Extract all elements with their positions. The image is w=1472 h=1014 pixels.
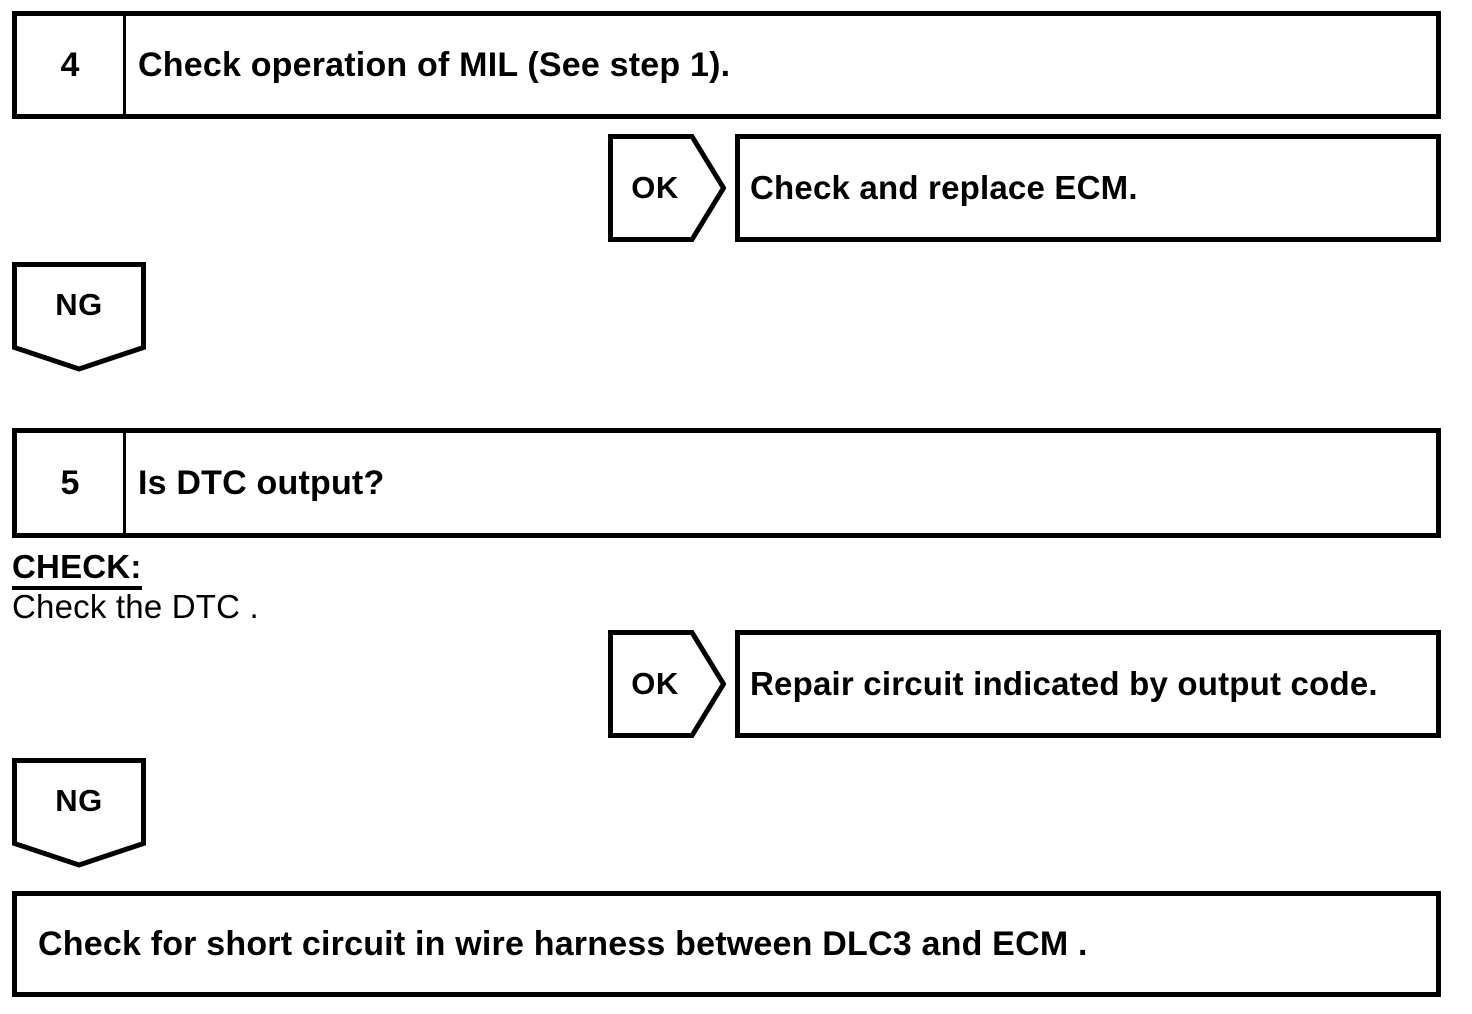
check-heading: CHECK:: [12, 548, 142, 591]
check-note: CHECK:: [12, 548, 142, 591]
ng-label: NG: [55, 783, 103, 818]
step-5-number-cell: 5: [17, 433, 126, 533]
check-body: Check the DTC .: [12, 588, 259, 625]
step-5-box: 5 Is DTC output?: [12, 428, 1441, 538]
ok-label: OK: [631, 170, 679, 205]
ok-arrow-icon: [608, 630, 726, 738]
step-4-question: Check operation of MIL (See step 1).: [138, 45, 731, 84]
ok-result-1-text: Check and replace ECM.: [750, 169, 1138, 206]
step-number: 5: [60, 463, 80, 502]
ok-result-2-text: Repair circuit indicated by output code.: [750, 665, 1378, 702]
ng-arrow-2: NG: [12, 758, 146, 868]
final-action-text: Check for short circuit in wire harness …: [38, 924, 1088, 963]
ok-label: OK: [631, 666, 679, 701]
ng-arrow-icon: [12, 262, 146, 372]
step-5-question: Is DTC output?: [138, 463, 385, 502]
ng-label: NG: [55, 287, 103, 322]
ok-arrow-2: OK: [608, 630, 726, 738]
step-4-number-cell: 4: [17, 16, 126, 114]
final-action-box: Check for short circuit in wire harness …: [12, 891, 1441, 997]
ok-arrow-1: OK: [608, 134, 726, 242]
ok-result-2-box: Repair circuit indicated by output code.: [735, 630, 1441, 738]
ng-arrow-1: NG: [12, 262, 146, 372]
ok-result-1-box: Check and replace ECM.: [735, 134, 1441, 242]
ok-arrow-icon: [608, 134, 726, 242]
step-4-box: 4 Check operation of MIL (See step 1).: [12, 11, 1441, 119]
ng-arrow-icon: [12, 758, 146, 868]
step-number: 4: [60, 45, 80, 84]
